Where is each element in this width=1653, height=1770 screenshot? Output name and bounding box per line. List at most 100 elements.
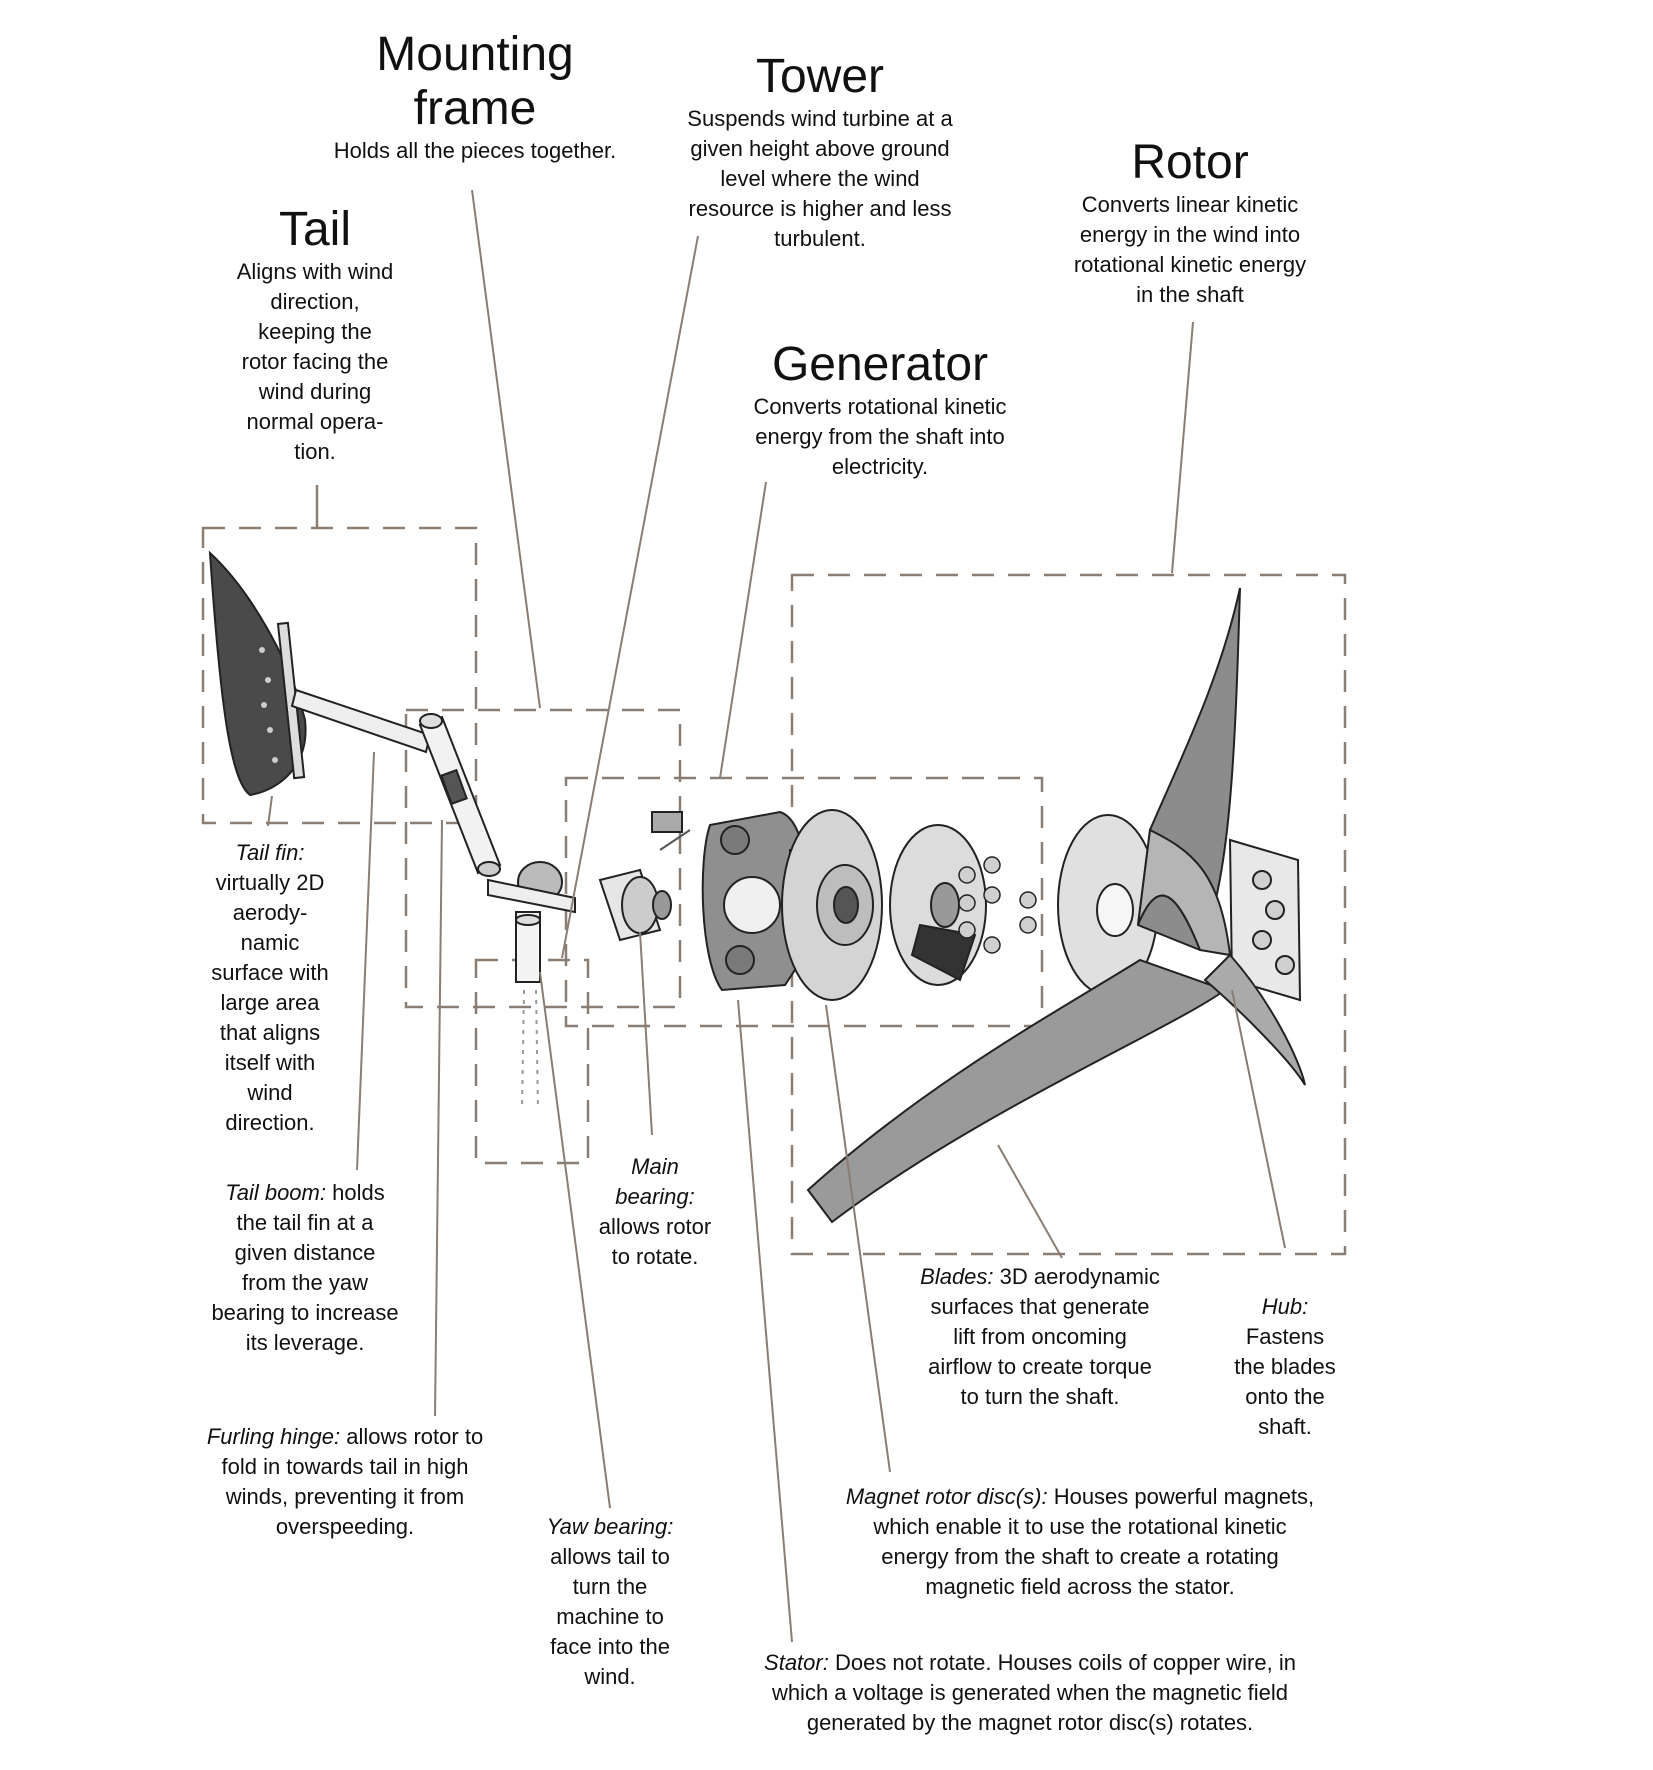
tail-fin-desc-2: aerody-: [232, 900, 308, 925]
tail-title: Tail: [278, 203, 352, 256]
main-bearing-name-2: bearing:: [615, 1184, 695, 1209]
main-bearing-desc-2: to rotate.: [611, 1244, 699, 1269]
tail-boom-desc-first: holds: [325, 1180, 385, 1205]
tower-leader: [561, 235, 699, 959]
tail-fin-desc-3: namic: [240, 930, 300, 955]
yaw-bearing-desc-1: allows tail to: [550, 1544, 670, 1569]
tail-fin-desc-7: itself with: [224, 1050, 316, 1075]
mounting-frame-leader: [471, 189, 541, 709]
yaw-bearing-desc-3: machine to: [556, 1604, 664, 1629]
tail-boom-desc-2: given distance: [234, 1240, 376, 1265]
generator-title: Generator: [771, 338, 989, 391]
tail-desc-3: keeping the: [258, 319, 372, 344]
main-bearing-shape: [598, 811, 691, 942]
magnet-rotor-name: Magnet rotor disc(s):: [845, 1484, 1048, 1509]
yaw-frame: [474, 958, 590, 1165]
tail-fin-desc-8: wind: [247, 1080, 293, 1105]
rotor-label: Rotor Converts linear kinetic energy in …: [1040, 136, 1340, 310]
rotor-desc-1: Converts linear kinetic: [1081, 192, 1299, 217]
tail-fin-shape: [208, 550, 307, 797]
mounting-frame-label: Mounting frame: [330, 28, 620, 136]
tail-frame: [201, 526, 478, 825]
tower-desc-3: level where the wind: [720, 166, 920, 191]
generator-desc-1: Converts rotational kinetic: [753, 394, 1007, 419]
magnet-rotor-desc-3: magnetic field across the stator.: [925, 1574, 1235, 1599]
rotor-desc-3: rotational kinetic energy: [1073, 252, 1307, 277]
hub-desc-1: Fastens: [1245, 1324, 1325, 1349]
stator-name: Stator:: [764, 1650, 829, 1675]
tail-fin-desc-5: large area: [220, 990, 320, 1015]
hub-callout: Hub: Fastens the blades onto the shaft.: [1215, 1292, 1355, 1442]
blades-desc-2: lift from oncoming: [953, 1324, 1127, 1349]
tail-desc-1: Aligns with wind: [236, 259, 394, 284]
rotor-leader: [1171, 321, 1194, 574]
tail-desc-4: rotor facing the: [241, 349, 389, 374]
blades-callout: Blades: 3D aerodynamic surfaces that gen…: [900, 1262, 1180, 1412]
tail-desc-6: normal opera-: [246, 409, 384, 434]
tail-boom-desc-3: from the yaw: [242, 1270, 368, 1295]
tail-fin-callout: Tail fin: virtually 2D aerody- namic sur…: [195, 838, 345, 1138]
tail-boom-desc-5: its leverage.: [245, 1330, 365, 1355]
mounting-frame-description: Holds all the pieces together.: [333, 138, 617, 163]
rotor-desc-2: energy in the wind into: [1079, 222, 1301, 247]
furling-hinge-desc-1: fold in towards tail in high: [221, 1454, 469, 1479]
hub-desc-2: the blades: [1234, 1354, 1336, 1379]
hub-desc-4: shaft.: [1258, 1414, 1312, 1439]
tower-desc-5: turbulent.: [774, 226, 866, 251]
blades-desc-3: airflow to create torque: [928, 1354, 1152, 1379]
tail-fin-desc-4: surface with: [211, 960, 329, 985]
mounting-frame-title-line2: frame: [413, 82, 537, 135]
tail-fin-desc-9: direction.: [225, 1110, 315, 1135]
main-bearing-leader: [639, 931, 653, 1136]
tail-fin-desc-6: that aligns: [219, 1020, 321, 1045]
yaw-bearing-desc-2: turn the: [572, 1574, 648, 1599]
hub-shape: [1057, 814, 1302, 1002]
tower-title: Tower: [755, 50, 885, 103]
yaw-bearing-desc-5: wind.: [584, 1664, 636, 1689]
furling-hinge-desc-2: winds, preventing it from: [225, 1484, 465, 1509]
stator-desc-1: which a voltage is generated when the ma…: [771, 1680, 1289, 1705]
hub-leader: [1231, 989, 1286, 1249]
mounting-frame-title-line1: Mounting: [376, 28, 574, 81]
generator-label: Generator Converts rotational kinetic en…: [720, 338, 1040, 482]
magnet-rotor-leader: [825, 1004, 891, 1473]
blades-desc-1: surfaces that generate: [930, 1294, 1150, 1319]
generator-leader: [719, 481, 767, 779]
furling-hinge-leader: [434, 819, 443, 1417]
tail-boom-leader: [356, 751, 375, 1171]
furling-hinge-desc-3: overspeeding.: [275, 1514, 415, 1539]
tail-label: Tail Aligns with wind direction, keeping…: [200, 203, 430, 467]
tail-fin-desc-1: virtually 2D: [215, 870, 325, 895]
magnet-rotor-callout: Magnet rotor disc(s): Houses powerful ma…: [830, 1482, 1330, 1602]
blades-leader: [997, 1144, 1063, 1259]
yaw-bearing-leader: [539, 971, 611, 1509]
yaw-bearing-name: Yaw bearing:: [546, 1514, 674, 1539]
furling-hinge-callout: Furling hinge: allows rotor to fold in t…: [180, 1422, 510, 1542]
furling-hinge-desc-first: allows rotor to: [340, 1424, 484, 1449]
blades-desc-4: to turn the shaft.: [960, 1384, 1120, 1409]
generator-frame: [564, 776, 1044, 1028]
tail-fin-leader: [267, 795, 273, 827]
tail-boom-shape: [276, 621, 432, 780]
rotor-desc-4: in the shaft: [1136, 282, 1244, 307]
tower-desc-2: given height above ground: [690, 136, 950, 161]
blades-shape: [806, 587, 1306, 1224]
fasteners: [958, 856, 1037, 954]
furling-hinge-name: Furling hinge:: [206, 1424, 341, 1449]
tower-desc-4: resource is higher and less: [688, 196, 952, 221]
tail-desc-7: tion.: [294, 439, 336, 464]
main-bearing-callout: Main bearing: allows rotor to rotate.: [580, 1152, 730, 1272]
tail-boom-desc-1: the tail fin at a: [236, 1210, 374, 1235]
blades-name: Blades:: [920, 1264, 994, 1289]
tail-desc-2: direction,: [270, 289, 360, 314]
tower-desc-1: Suspends wind turbine at a: [687, 106, 953, 131]
yaw-bearing-desc-4: face into the: [550, 1634, 670, 1659]
tower-label: Tower Suspends wind turbine at a given h…: [650, 50, 990, 254]
yaw-bearing-shape: [487, 861, 576, 1111]
magnet-rotor-desc-2: energy from the shaft to create a rotati…: [881, 1544, 1279, 1569]
stator-leader: [737, 999, 793, 1643]
tail-boom-callout: Tail boom: holds the tail fin at a given…: [195, 1178, 415, 1358]
hub-name: Hub:: [1261, 1294, 1309, 1319]
stator-desc-2: generated by the magnet rotor disc(s) ro…: [806, 1710, 1254, 1735]
